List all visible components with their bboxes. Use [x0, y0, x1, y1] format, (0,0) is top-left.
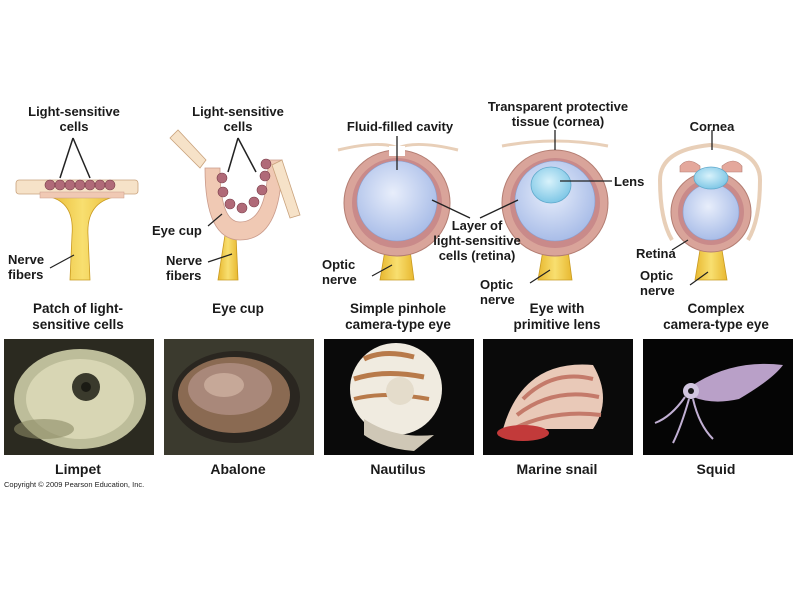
stage-title-patch: Patch of light- sensitive cells: [32, 301, 124, 332]
label-retina-layer: Layer of light-sensitive cells (retina): [433, 218, 521, 263]
eye-cup-illustration: [169, 129, 301, 281]
label-transparent-cornea: Transparent protective tissue (cornea): [487, 99, 629, 129]
label-nerve-fibers-1: Nerve fibers: [8, 252, 45, 282]
animal-name-abalone: Abalone: [210, 461, 266, 477]
label-eye-cup: Eye cup: [152, 223, 202, 238]
animal-name-limpet: Limpet: [55, 461, 101, 477]
label-light-sensitive-cells-2: Light-sensitive cells: [192, 104, 284, 134]
copyright-notice: Copyright © 2009 Pearson Education, Inc.: [4, 480, 145, 489]
primitive-lens-illustration: [479, 130, 612, 284]
complex-eye-illustration: [657, 130, 763, 286]
label-retina: Retina: [636, 246, 676, 261]
label-lens: Lens: [614, 174, 645, 189]
stage-title-complex: Complex camera-type eye: [663, 301, 769, 332]
label-nerve-fibers-2: Nerve fibers: [166, 253, 203, 283]
pinhole-eye-illustration: [337, 136, 471, 281]
photo-squid: [643, 339, 793, 455]
label-cornea: Cornea: [689, 119, 735, 134]
photo-nautilus: [324, 339, 474, 455]
label-optic-nerve-1: Optic nerve: [322, 257, 357, 287]
stage-title-pinhole: Simple pinhole camera-type eye: [345, 301, 451, 332]
stage-title-primitive-lens: Eye with primitive lens: [513, 301, 601, 332]
animal-name-nautilus: Nautilus: [370, 461, 426, 477]
photo-abalone: [164, 339, 314, 455]
label-light-sensitive-cells-1: Light-sensitive cells: [28, 104, 120, 134]
stage-title-eye-cup: Eye cup: [212, 301, 264, 316]
label-optic-nerve-3: Optic nerve: [640, 268, 675, 298]
label-optic-nerve-2: Optic nerve: [480, 277, 515, 307]
photo-limpet: [4, 339, 154, 455]
animal-name-squid: Squid: [696, 461, 736, 477]
photo-marine-snail: [483, 339, 633, 455]
label-fluid-filled-cavity: Fluid-filled cavity: [346, 119, 454, 134]
eye-evolution-diagram: [15, 129, 763, 286]
patch-illustration: [15, 137, 139, 281]
animal-name-marine-snail: Marine snail: [516, 461, 598, 477]
